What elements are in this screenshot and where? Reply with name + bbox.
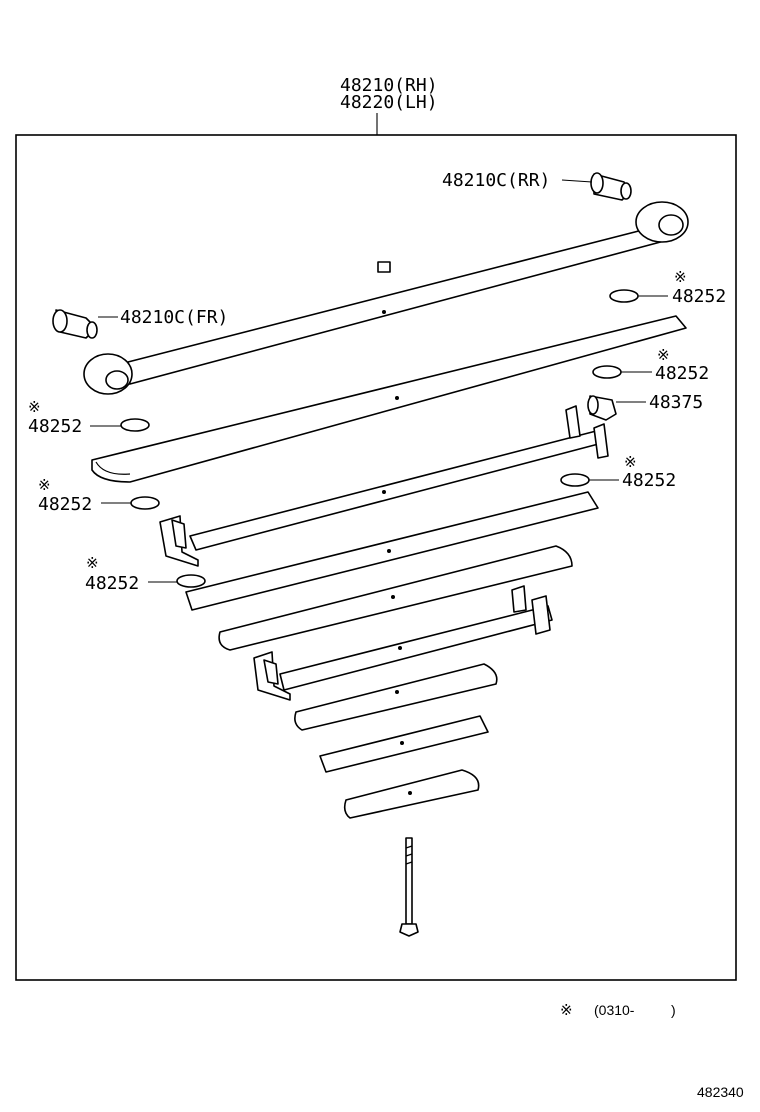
insert-2-mark: ※: [657, 346, 670, 364]
footnote-mark: ※: [560, 1001, 573, 1019]
insert-1-label: 48252: [672, 286, 726, 307]
fourth-leaf-part: [185, 491, 599, 611]
center-bolt-part: [399, 837, 419, 937]
insert-2-label: 48252: [655, 363, 709, 384]
insert-pad-3-part: [120, 418, 150, 432]
fifth-leaf-part: [218, 545, 573, 651]
footnote-range: (0310-: [594, 1002, 635, 1018]
insert-5-label: 48252: [38, 494, 92, 515]
ninth-leaf-part: [343, 769, 480, 819]
eighth-leaf-part: [319, 715, 489, 773]
insert-4-mark: ※: [624, 453, 637, 471]
third-leaf-with-clips-part: [159, 405, 609, 567]
insert-4-label: 48252: [622, 470, 676, 491]
insert-1-mark: ※: [674, 268, 687, 286]
second-leaf-part: [91, 315, 687, 483]
insert-5-mark: ※: [38, 476, 51, 494]
insert-3-mark: ※: [28, 398, 41, 416]
sixth-leaf-with-clips-part: [253, 585, 553, 701]
bushing-rear-label: 48210C(RR): [442, 170, 550, 191]
main-leaf-part: [83, 201, 689, 395]
insert-6-mark: ※: [86, 554, 99, 572]
insert-pad-5-part: [130, 496, 160, 510]
footnote-close: ): [671, 1002, 676, 1018]
figure-id: 482340: [697, 1084, 744, 1100]
rear-bushing-leader: [561, 179, 593, 183]
insert-3-label: 48252: [28, 416, 82, 437]
bushing-front-label: 48210C(FR): [120, 307, 228, 328]
insert-pad-1-part: [609, 289, 639, 303]
seventh-leaf-part: [294, 663, 498, 731]
assembly-lh-label: 48220(LH): [340, 92, 438, 113]
diagram-frame: [15, 134, 737, 981]
insert-pad-6-part: [176, 574, 206, 588]
insert-pad-2-part: [592, 365, 622, 379]
assembly-rh-label: 48210(RH): [340, 75, 438, 96]
rear-bushing-part: [590, 172, 632, 201]
bumper-part: [587, 395, 617, 421]
insert-6-label: 48252: [85, 573, 139, 594]
front-bushing-part: [52, 309, 98, 339]
insert-pad-4-part: [560, 473, 590, 487]
center-nut-part: [377, 261, 391, 273]
bumper-label: 48375: [649, 392, 703, 413]
